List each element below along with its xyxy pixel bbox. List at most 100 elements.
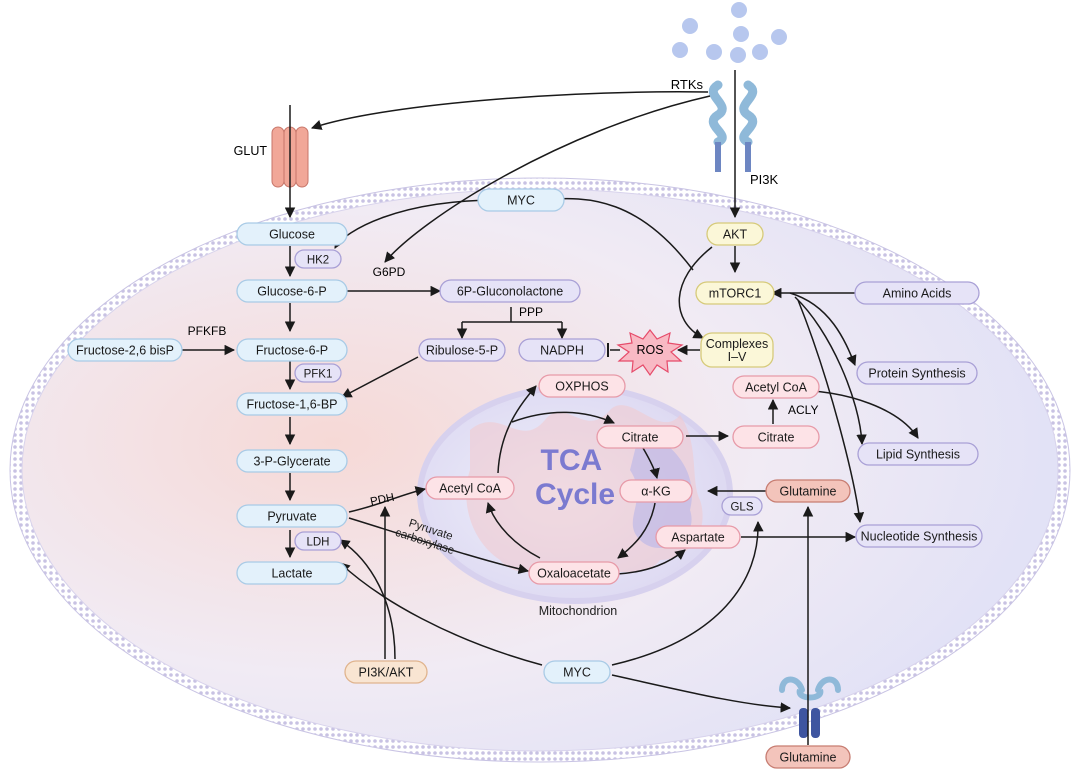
pfkfb-label: PFKFB — [188, 324, 227, 338]
glut-label: GLUT — [234, 144, 268, 158]
node-label: Glucose-6-P — [257, 285, 326, 299]
node-ribulose5p: Ribulose-5-P — [418, 338, 506, 362]
node-label: Lipid Synthesis — [876, 448, 960, 462]
node-citrate-cyto: Citrate — [732, 425, 820, 449]
node-gluconolactone: 6P-Gluconolactone — [439, 279, 581, 303]
node-label: PFK1 — [304, 369, 333, 381]
ros-burst — [616, 329, 684, 377]
ppp-label: PPP — [519, 305, 543, 319]
node-label: Fructose-1,6-BP — [246, 398, 337, 412]
node-box — [856, 361, 978, 385]
node-akg: α-KG — [619, 479, 693, 503]
node-box — [418, 338, 506, 362]
node-label: Glutamine — [780, 485, 837, 499]
node-fructose26: Fructose-2,6 bisP — [67, 338, 183, 362]
node-nucleotide-synthesis: Nucleotide Synthesis — [855, 524, 983, 548]
node-protein-synthesis: Protein Synthesis — [856, 361, 978, 385]
node-akt: AKT — [706, 222, 764, 246]
node-box — [528, 561, 620, 585]
node-lipid-synthesis: Lipid Synthesis — [857, 442, 979, 466]
node-box — [695, 281, 775, 305]
node-box — [732, 375, 820, 399]
node-box — [236, 338, 348, 362]
node-box — [344, 660, 428, 684]
node-label: Oxaloacetate — [537, 567, 611, 581]
node-glutamine-in: Glutamine — [765, 479, 851, 503]
node-box — [721, 496, 763, 516]
node-label: Citrate — [758, 431, 795, 445]
node-box — [294, 363, 342, 383]
node-label: Citrate — [622, 431, 659, 445]
pdh-label: PDH — [369, 492, 395, 509]
rtks-label: RTKs — [671, 77, 704, 92]
node-box — [67, 338, 183, 362]
node-fructose6p: Fructose-6-P — [236, 338, 348, 362]
node-myc-top: MYC — [477, 188, 565, 212]
node-box — [294, 531, 342, 551]
node-label: Pyruvate — [267, 510, 316, 524]
tca-cycle-label: TCA Cycle — [535, 444, 615, 511]
glutamine-transporter — [779, 676, 841, 738]
node-box — [596, 425, 684, 449]
node-citrate-mito: Citrate — [596, 425, 684, 449]
node-box — [543, 660, 611, 684]
node-label: α-KG — [641, 485, 670, 499]
mitochondrion-label: Mitochondrion — [539, 604, 618, 618]
node-box — [538, 374, 626, 398]
node-box — [477, 188, 565, 212]
node-box — [765, 745, 851, 769]
node-oxphos: OXPHOS — [538, 374, 626, 398]
node-acetylcoa-cyto: Acetyl CoA — [732, 375, 820, 399]
node-box — [857, 442, 979, 466]
node-box — [855, 524, 983, 548]
node-lactate: Lactate — [236, 561, 348, 585]
node-label: mTORC1 — [709, 287, 762, 301]
node-label: LDH — [306, 537, 329, 549]
node-box — [294, 249, 342, 269]
node-glucose6p: Glucose-6-P — [236, 279, 348, 303]
node-label: Amino Acids — [883, 287, 952, 301]
node-label: HK2 — [307, 255, 329, 267]
node-acetylcoa-mito: Acetyl CoA — [425, 476, 515, 500]
node-glycerate: 3-P-Glycerate — [236, 449, 348, 473]
node-label: Nucleotide Synthesis — [861, 530, 978, 544]
node-label: 3-P-Glycerate — [253, 455, 330, 469]
node-box — [236, 561, 348, 585]
node-label: Fructose-2,6 bisP — [76, 344, 174, 358]
node-label: Aspartate — [671, 531, 725, 545]
node-label: Acetyl CoA — [439, 482, 501, 496]
node-box — [518, 338, 606, 362]
node-box — [706, 222, 764, 246]
node-box — [236, 504, 348, 528]
node-box — [700, 332, 774, 368]
node-myc-bottom: MYC — [543, 660, 611, 684]
node-amino-acids: Amino Acids — [854, 281, 980, 305]
node-ldh: LDH — [294, 531, 342, 551]
node-glucose: Glucose — [236, 222, 348, 246]
node-box — [655, 525, 741, 549]
node-box — [236, 392, 348, 416]
node-label: AKT — [723, 228, 748, 242]
node-hk2: HK2 — [294, 249, 342, 269]
arrows — [181, 70, 919, 745]
node-label: Glutamine — [780, 751, 837, 765]
rtk-receptor — [708, 80, 758, 172]
node-oxaloacetate: Oxaloacetate — [528, 561, 620, 585]
node-box — [236, 222, 348, 246]
node-aspartate: Aspartate — [655, 525, 741, 549]
node-label: NADPH — [540, 344, 584, 358]
node-label: Fructose-6-P — [256, 344, 328, 358]
g6pd-label: G6PD — [373, 265, 406, 279]
ligand-dots — [672, 2, 787, 63]
node-nadph: NADPH — [518, 338, 606, 362]
node-box — [439, 279, 581, 303]
node-label: PI3K/AKT — [359, 666, 414, 680]
node-pyruvate: Pyruvate — [236, 504, 348, 528]
node-box — [765, 479, 851, 503]
node-label: Acetyl CoA — [745, 381, 807, 395]
node-box — [425, 476, 515, 500]
node-label: Lactate — [271, 567, 312, 581]
